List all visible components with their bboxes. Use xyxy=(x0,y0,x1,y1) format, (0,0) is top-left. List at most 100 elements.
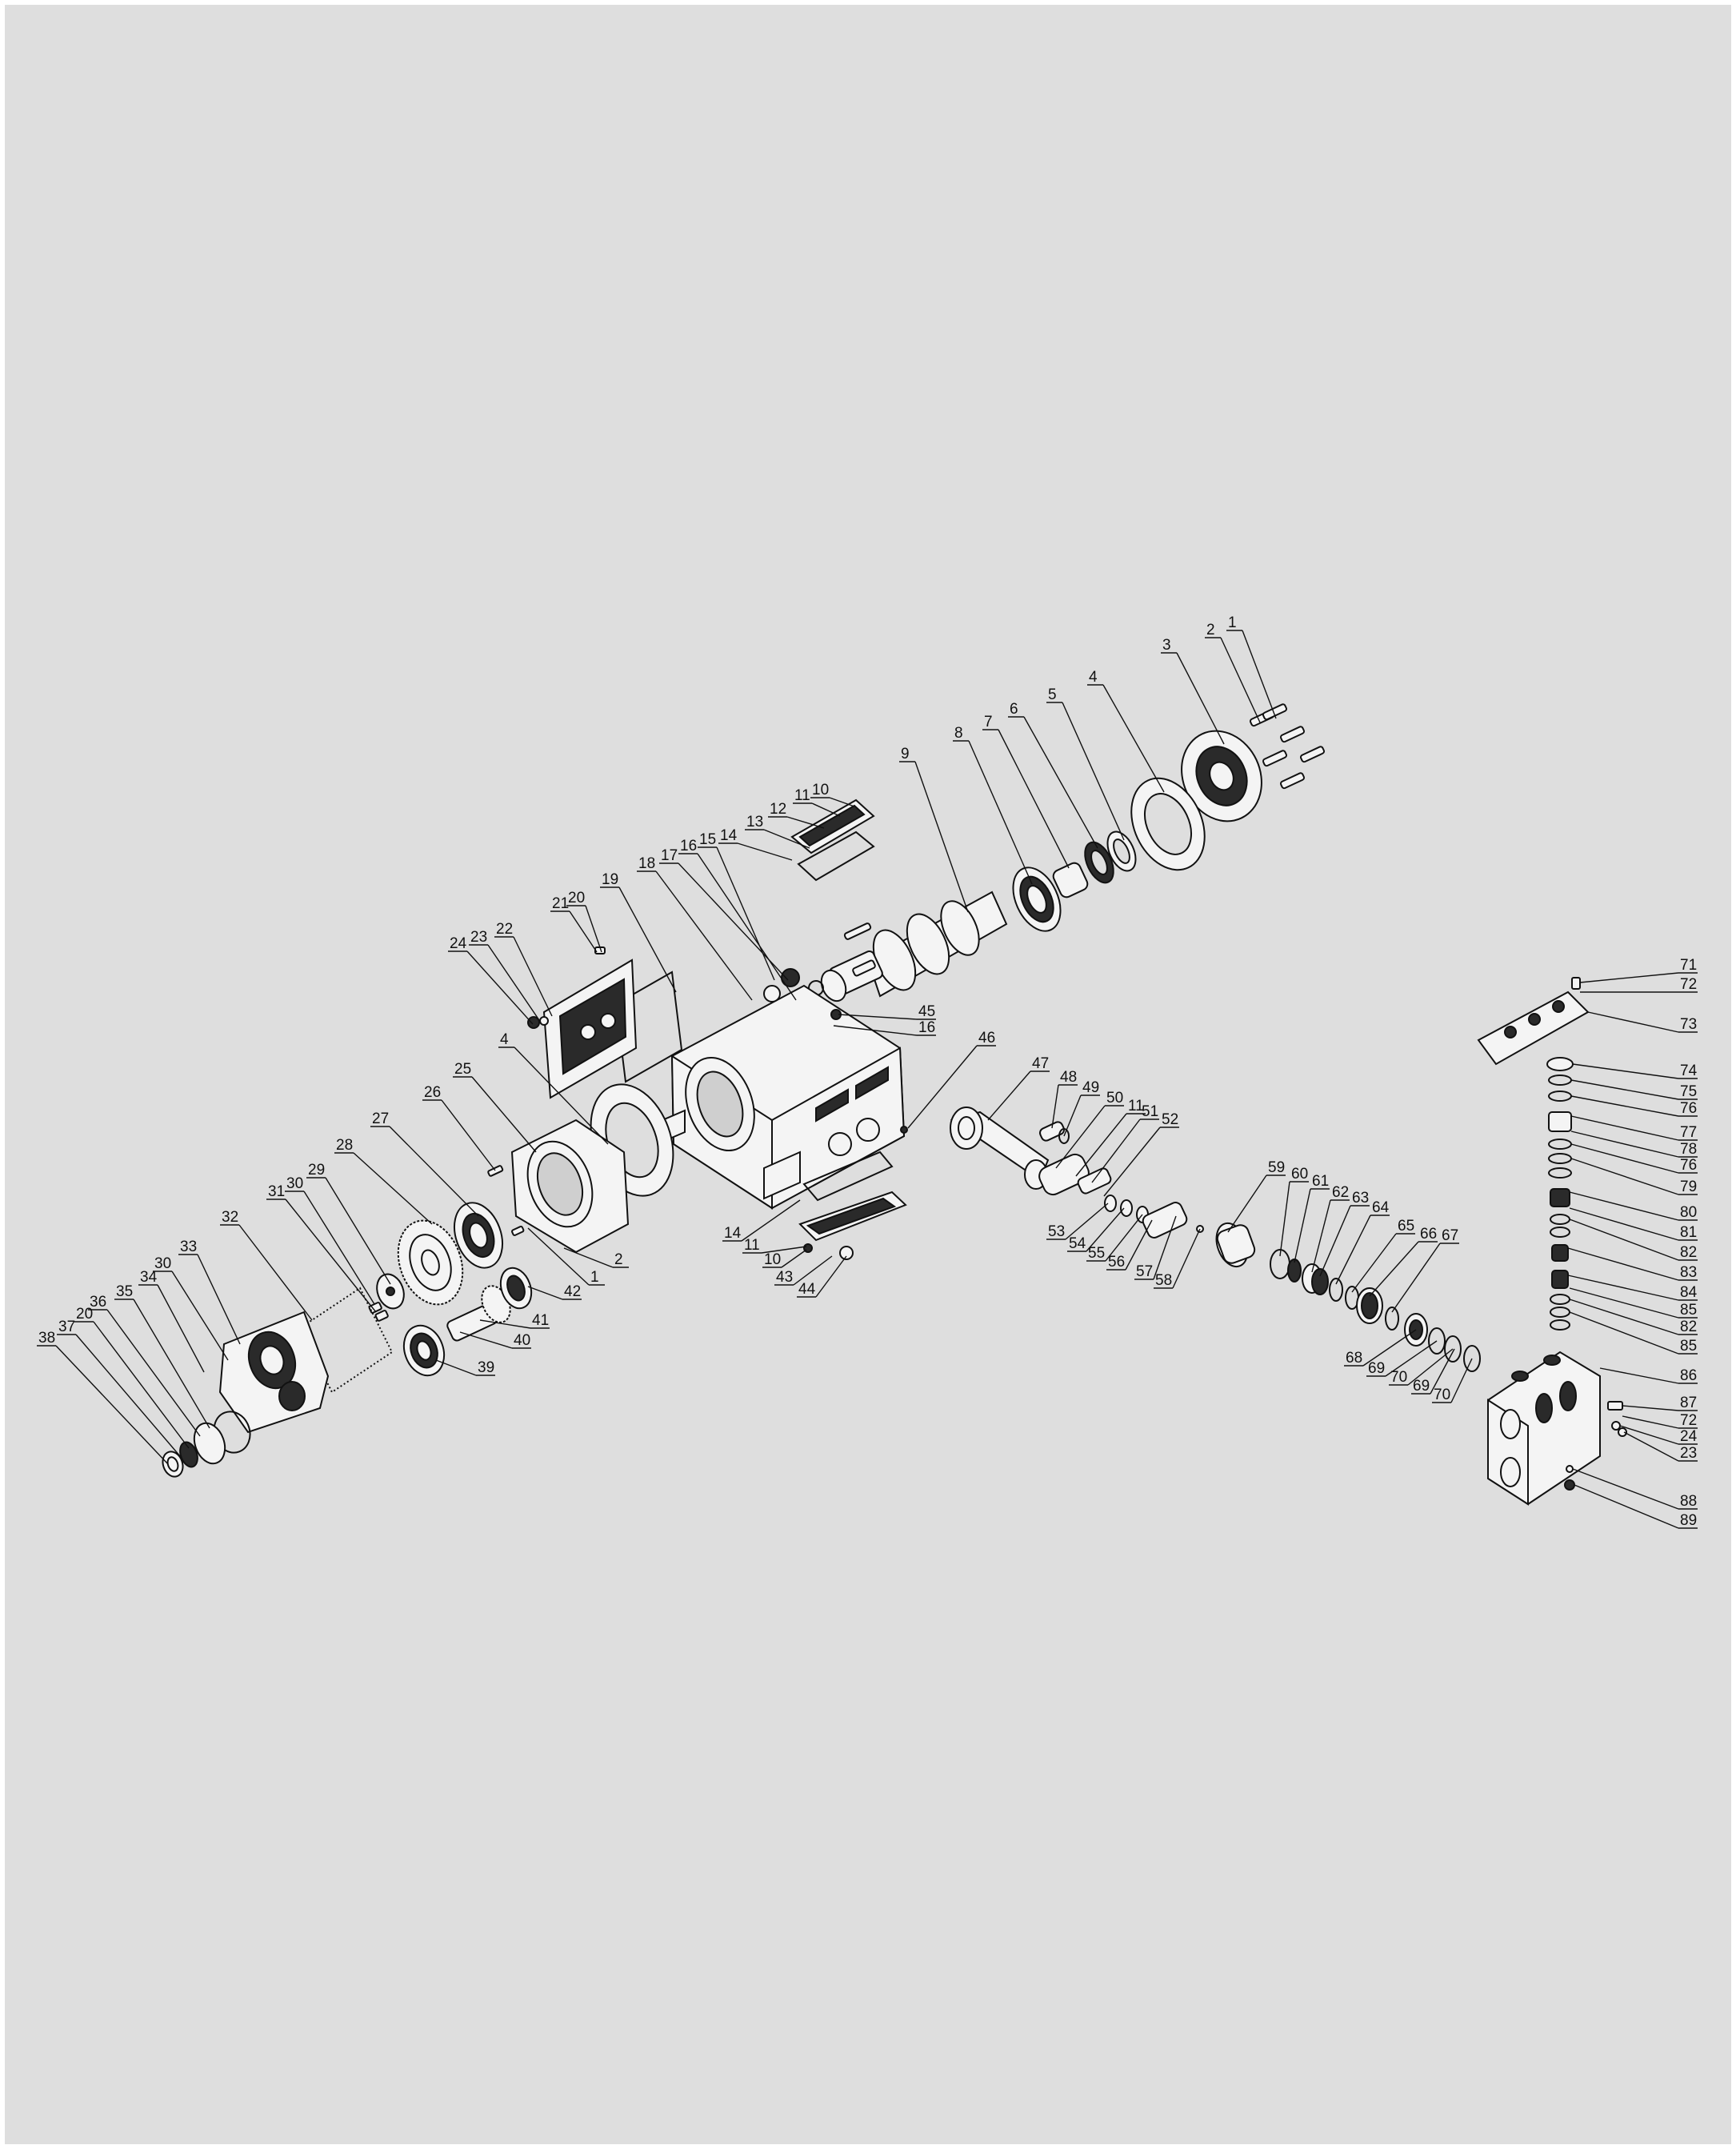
callout-51: 51 xyxy=(1091,1103,1159,1183)
callout-leader-line xyxy=(303,1191,375,1305)
callout-leader-line xyxy=(678,862,789,981)
callout-leader-line xyxy=(389,1126,479,1217)
callout-number: 45 xyxy=(918,1003,935,1020)
callout-number: 72 xyxy=(1680,976,1697,993)
callout-leader-line xyxy=(1220,637,1261,723)
callout-leader-line xyxy=(1570,1158,1679,1195)
callout-leader-line xyxy=(514,1046,609,1145)
callout-number: 69 xyxy=(1413,1378,1430,1395)
callout-leader-line xyxy=(353,1152,433,1225)
callout-number: 21 xyxy=(552,895,569,912)
gear-cover-gasket xyxy=(298,1287,394,1394)
callout-30: 30 xyxy=(285,1175,375,1305)
callout-18: 18 xyxy=(637,855,753,1001)
callout-39: 39 xyxy=(435,1359,495,1376)
pump-manifold xyxy=(1487,1351,1601,1506)
callout-21: 21 xyxy=(550,895,598,953)
callout-78: 78 xyxy=(1570,1131,1698,1158)
callout-leader-line xyxy=(1569,1219,1679,1261)
callout-88: 88 xyxy=(1572,1468,1698,1510)
callout-63: 63 xyxy=(1319,1190,1370,1277)
callout-number: 40 xyxy=(514,1332,530,1349)
callout-82: 82 xyxy=(1569,1299,1698,1335)
callout-41: 41 xyxy=(479,1312,550,1329)
callout-leader-line xyxy=(618,886,677,993)
callout-85: 85 xyxy=(1569,1311,1698,1355)
callout-leader-line xyxy=(1391,1243,1441,1313)
callout-number: 68 xyxy=(1346,1350,1362,1367)
crankshaft xyxy=(820,890,1008,1002)
callout-leader-line xyxy=(781,1249,807,1268)
callout-number: 10 xyxy=(764,1251,781,1268)
callout-leader-line xyxy=(829,797,855,807)
callout-number: 36 xyxy=(90,1294,106,1311)
callout-number: 42 xyxy=(564,1283,581,1300)
callout-leader-line xyxy=(1102,684,1165,793)
callout-number: 71 xyxy=(1680,957,1697,974)
callout-3: 3 xyxy=(1161,637,1225,745)
seal-rings xyxy=(1084,830,1137,884)
callout-leader-line xyxy=(1335,1215,1371,1285)
callout-74: 74 xyxy=(1572,1062,1698,1079)
callout-leader-line xyxy=(106,1309,201,1437)
callout-86: 86 xyxy=(1599,1367,1698,1384)
callout-leader-line xyxy=(737,842,793,861)
callout-15: 15 xyxy=(698,831,775,981)
callout-number: 32 xyxy=(222,1209,238,1226)
callout-leader-line xyxy=(1599,1367,1679,1384)
callout-leader-line xyxy=(1570,1095,1679,1117)
callout-33: 33 xyxy=(178,1239,241,1345)
callout-70: 70 xyxy=(1432,1358,1473,1403)
callout-leader-line xyxy=(55,1345,169,1465)
callout-leader-line xyxy=(998,729,1070,869)
callout-number: 79 xyxy=(1680,1179,1697,1195)
bearing-39 xyxy=(402,1324,446,1377)
callout-number: 74 xyxy=(1680,1062,1698,1079)
callout-leader-line xyxy=(1362,1329,1417,1367)
callout-leader-line xyxy=(1311,1199,1331,1273)
callout-11: 11 xyxy=(742,1237,807,1254)
gear-washer xyxy=(376,1273,405,1310)
callout-number: 1 xyxy=(590,1269,599,1286)
callout-number: 70 xyxy=(1434,1387,1450,1403)
callout-number: 2 xyxy=(614,1251,623,1268)
callout-55: 55 xyxy=(1086,1214,1143,1262)
callout-number: 66 xyxy=(1420,1226,1437,1243)
callout-leader-line xyxy=(1569,1191,1679,1221)
callout-17: 17 xyxy=(659,847,789,981)
callout-number: 12 xyxy=(770,801,786,818)
callout-number: 18 xyxy=(638,855,655,872)
callout-number: 37 xyxy=(58,1319,75,1335)
callout-number: 89 xyxy=(1680,1512,1697,1529)
callout-20: 20 xyxy=(74,1306,190,1449)
callout-leader-line xyxy=(1125,1219,1153,1271)
callout-45: 45 xyxy=(838,1003,936,1020)
callout-53: 53 xyxy=(1046,1203,1109,1240)
callout-number: 80 xyxy=(1680,1204,1697,1221)
callout-number: 33 xyxy=(180,1239,197,1255)
large-gear xyxy=(397,1219,464,1306)
callout-number: 29 xyxy=(308,1162,325,1179)
callout-leader-line xyxy=(1369,1241,1419,1297)
callout-leader-line xyxy=(1103,1127,1161,1197)
gear-housing xyxy=(510,1119,630,1254)
callout-35: 35 xyxy=(114,1283,210,1429)
callout-leader-line xyxy=(697,853,797,1001)
callout-number: 78 xyxy=(1680,1141,1697,1158)
rear-cover xyxy=(542,958,638,1099)
callout-leader-line xyxy=(1172,1228,1201,1289)
callout-52: 52 xyxy=(1103,1111,1179,1197)
callout-number: 70 xyxy=(1390,1369,1407,1386)
callout-number: 63 xyxy=(1352,1190,1369,1207)
callout-leader-line xyxy=(655,870,753,1001)
circlip xyxy=(1058,1128,1070,1144)
callout-leader-line xyxy=(1619,1425,1679,1445)
callout-16: 16 xyxy=(678,838,797,1001)
callout-leader-line xyxy=(435,1359,477,1376)
callout-number: 43 xyxy=(776,1269,793,1286)
callout-69: 69 xyxy=(1366,1340,1438,1377)
callout-27: 27 xyxy=(370,1111,479,1217)
callout-number: 23 xyxy=(470,929,487,946)
callout-38: 38 xyxy=(37,1330,169,1465)
callout-leader-line xyxy=(761,1246,807,1254)
